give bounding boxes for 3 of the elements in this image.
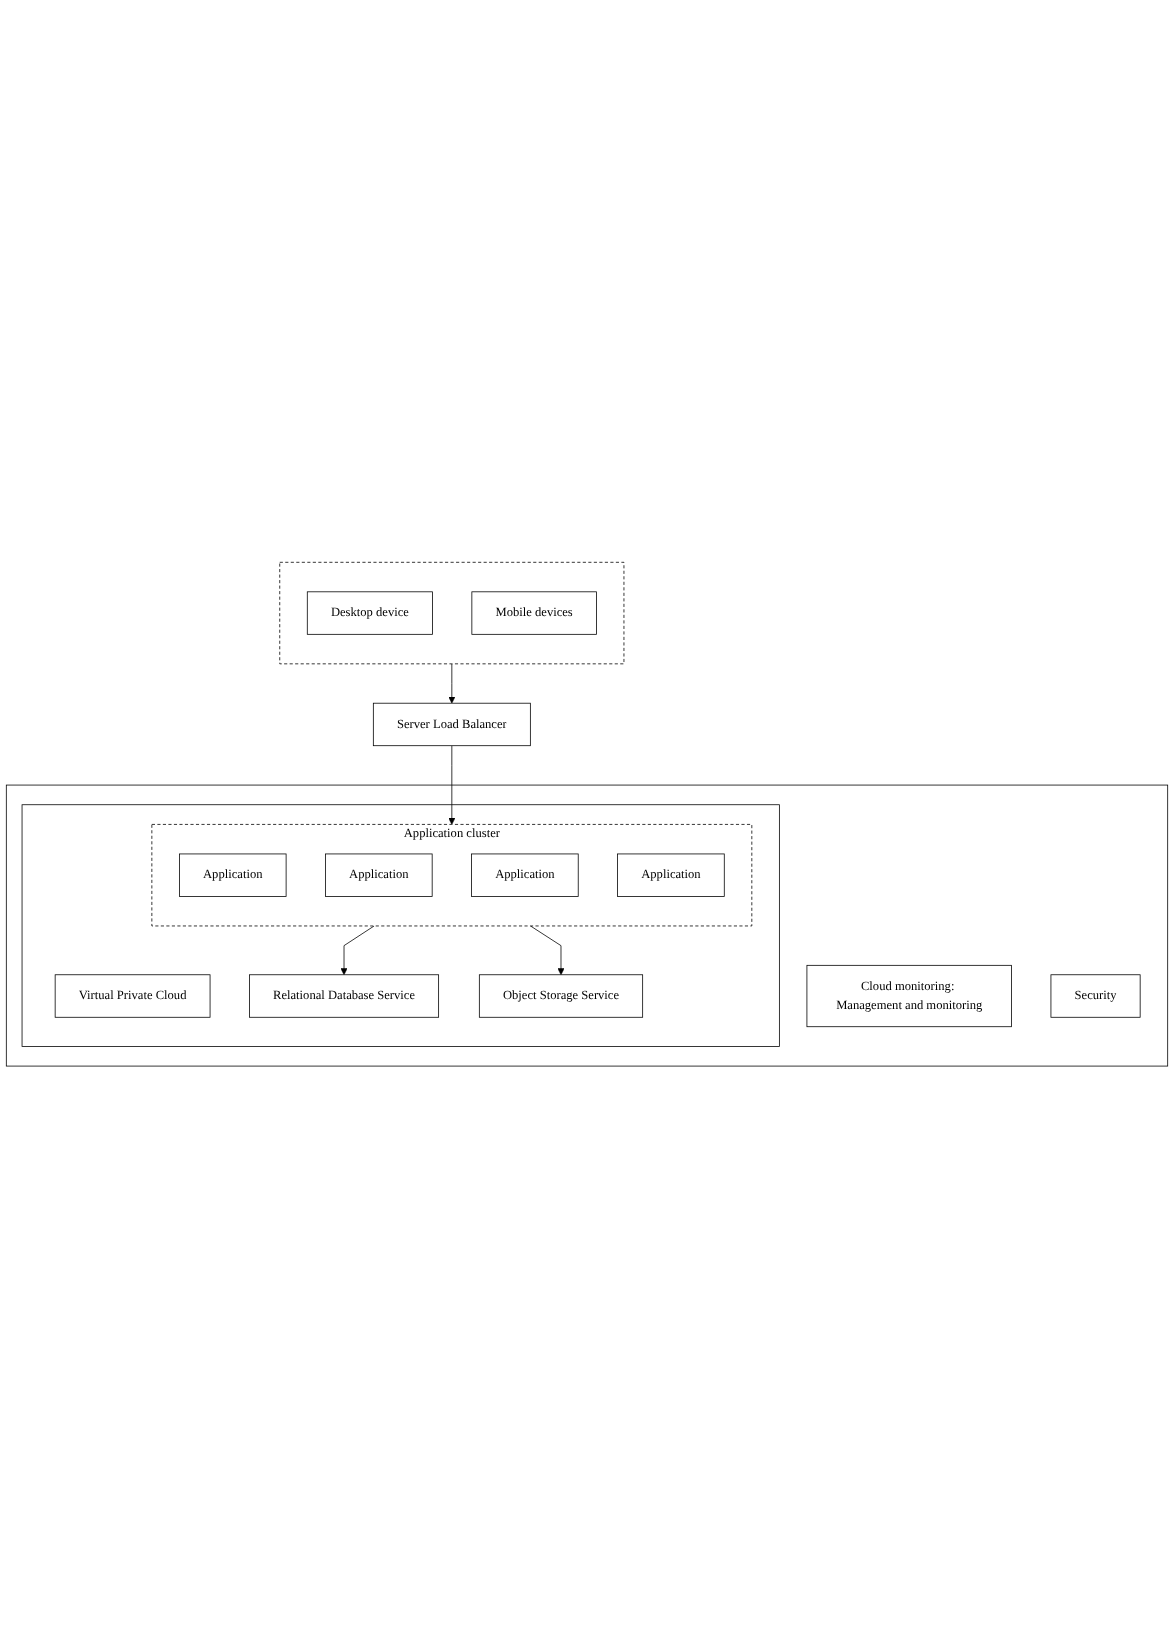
cluster (21, 804, 780, 1047)
cluster (5, 784, 1169, 1067)
cluster (279, 561, 625, 665)
